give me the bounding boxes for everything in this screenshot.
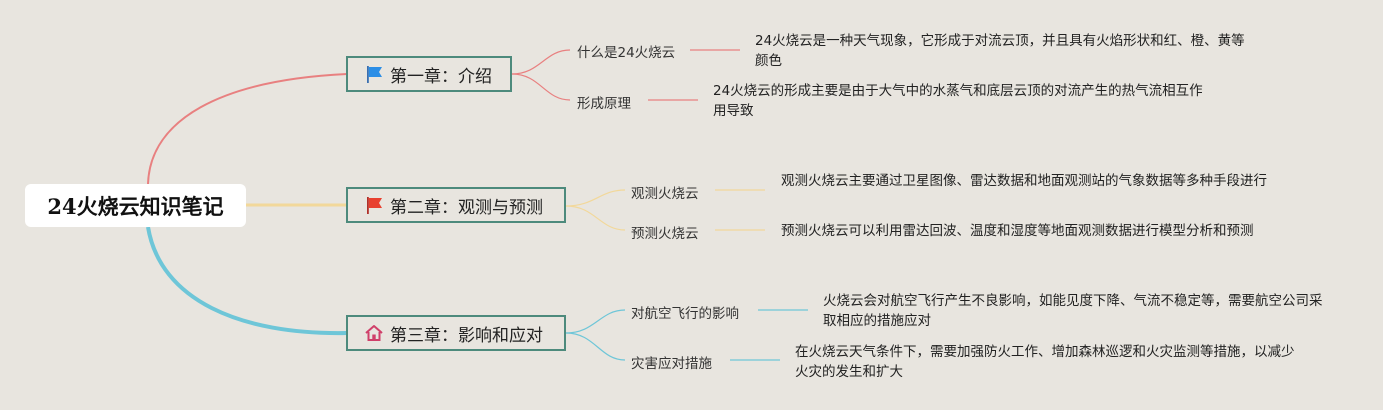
connector-ch1-topic1 [511, 49, 571, 75]
chapter-3-title: 第三章：影响和应对 [390, 325, 543, 346]
topic-what-is[interactable]: 什么是24火烧云 [577, 45, 676, 61]
connector-ch2-topic2 [565, 205, 626, 231]
desc-formation: 24火烧云的形成主要是由于大气中的水蒸气和底层云顶的对流产生的热气流相互作用导致 [713, 83, 1203, 119]
topic-disaster[interactable]: 灾害应对措施 [631, 356, 712, 372]
topic-observe[interactable]: 观测火烧云 [631, 186, 699, 202]
topic-aviation[interactable]: 对航空飞行的影响 [631, 306, 739, 322]
root-title: 24火烧云知识笔记 [47, 193, 224, 219]
chapter-3-node[interactable]: 第三章：影响和应对 [346, 315, 566, 351]
connector-ch2-topic1 [565, 189, 626, 207]
connector-root-chapter1 [147, 73, 348, 185]
topic-predict[interactable]: 预测火烧云 [631, 226, 699, 242]
desc-what-is: 24火烧云是一种天气现象，它形成于对流云顶，并且具有火焰形状和红、橙、黄等颜色 [755, 33, 1245, 69]
blue-flag-icon [367, 66, 382, 83]
desc-observe: 观测火烧云主要通过卫星图像、雷达数据和地面观测站的气象数据等多种手段进行 [781, 173, 1267, 189]
red-flag-icon [367, 197, 382, 214]
chapter-2-node[interactable]: 第二章：观测与预测 [346, 187, 566, 223]
root-node[interactable]: 24火烧云知识笔记 [25, 184, 246, 227]
connector-root-chapter3 [146, 226, 348, 336]
topic-formation[interactable]: 形成原理 [577, 96, 631, 112]
connector-ch3-topic1 [565, 309, 626, 334]
connector-ch1-topic2 [511, 73, 571, 101]
desc-aviation: 火烧云会对航空飞行产生不良影响，如能见度下降、气流不稳定等，需要航空公司采取相应… [823, 293, 1323, 329]
connector-ch3-topic2 [565, 332, 626, 361]
house-icon [365, 325, 383, 341]
desc-disaster: 在火烧云天气条件下，需要加强防火工作、增加森林巡逻和火灾监测等措施，以减少火灾的… [795, 344, 1295, 380]
chapter-1-node[interactable]: 第一章：介绍 [346, 56, 512, 92]
desc-predict: 预测火烧云可以利用雷达回波、温度和湿度等地面观测数据进行模型分析和预测 [781, 223, 1254, 239]
chapter-1-title: 第一章：介绍 [390, 66, 492, 87]
chapter-2-title: 第二章：观测与预测 [390, 197, 543, 218]
